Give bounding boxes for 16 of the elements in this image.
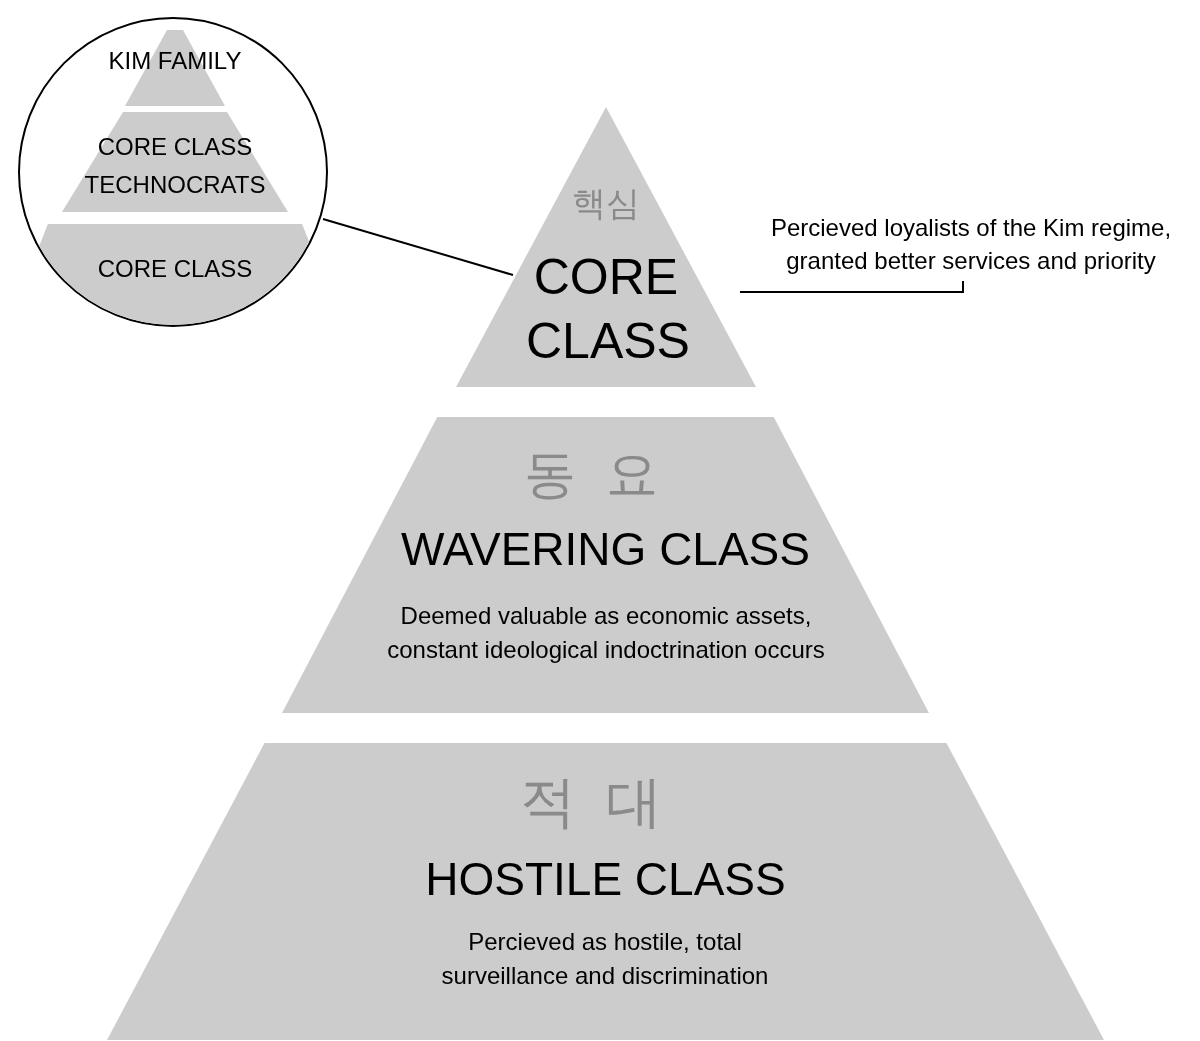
tier-description: Deemed valuable as economic assets, constant ideological indoctrination occurs	[387, 602, 825, 663]
pyramid-tier	[107, 743, 1104, 1040]
leader-line	[322, 218, 514, 276]
tier-label: CORE CLASS	[97, 255, 253, 282]
tier-heading: WAVERING CLASS	[401, 523, 810, 575]
annotation-text: Percieved loyalists of the Kim regime, granted better services and priority	[770, 214, 1172, 274]
tier-label: KIM FAMILY	[108, 47, 242, 74]
korean-text: 핵심	[572, 184, 640, 222]
tier-heading: CORE CLASS	[526, 249, 690, 369]
korean-text: 적대	[519, 770, 692, 833]
korean-text: 동요	[523, 445, 688, 503]
pyramid-tier	[282, 417, 929, 713]
tier-description: Percieved as hostile, total surveillance and discrimination	[441, 928, 769, 989]
tier-heading: HOSTILE CLASS	[425, 853, 786, 905]
tier-label: CORE CLASS TECHNOCRATS	[84, 133, 266, 198]
pyramid-tier	[62, 112, 288, 212]
